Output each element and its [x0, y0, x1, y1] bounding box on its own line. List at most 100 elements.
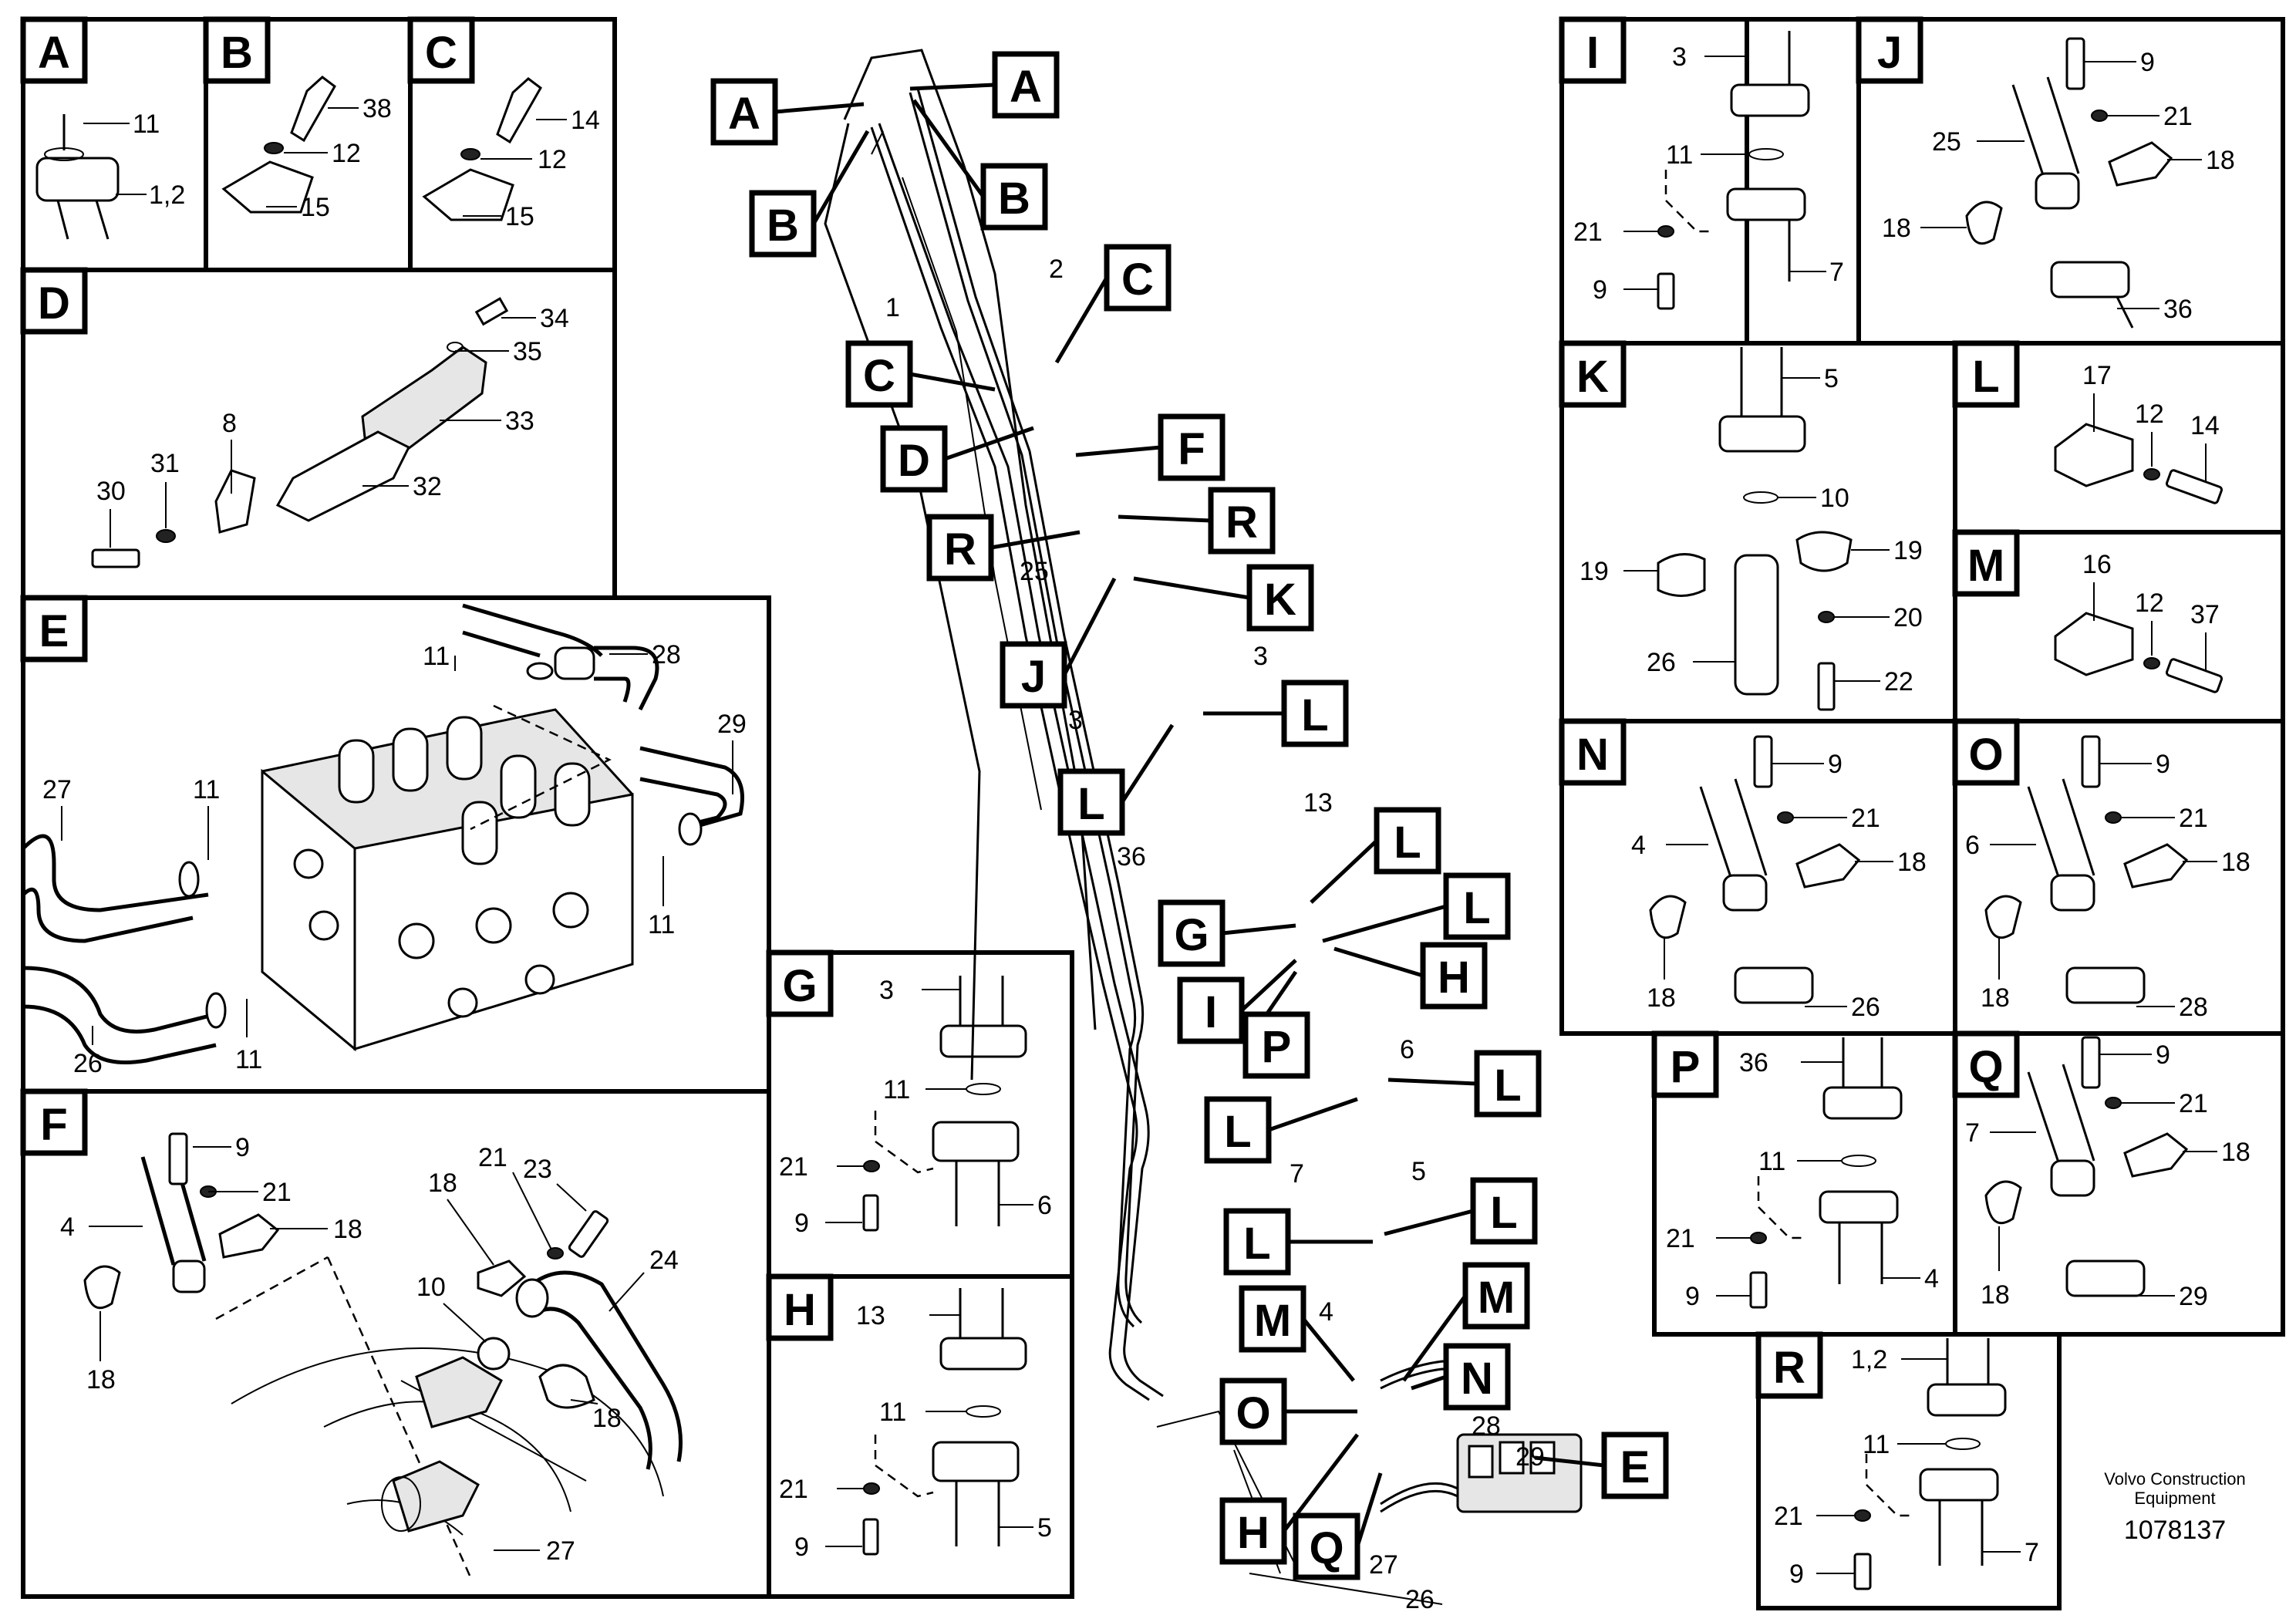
- callout-i-9: 9: [1593, 275, 1607, 305]
- callout-e-27: 27: [42, 775, 72, 804]
- callout-f-18b: 18: [428, 1168, 457, 1198]
- callout-g-9: 9: [794, 1209, 809, 1238]
- callout-f-9: 9: [235, 1133, 250, 1162]
- callout-o-9: 9: [2156, 750, 2170, 779]
- reference-box: [1443, 872, 1511, 940]
- reference-letter: L: [1243, 1219, 1270, 1269]
- callout-f-21b: 21: [478, 1143, 507, 1172]
- reference-leader: [1333, 946, 1424, 978]
- reference-letter: A: [728, 89, 760, 139]
- reference-letter: L: [1394, 818, 1421, 868]
- callout-m-37: 37: [2190, 600, 2220, 629]
- callout-f-23: 23: [523, 1155, 552, 1184]
- reference-box: [1601, 1431, 1669, 1499]
- reference-box: [1239, 1285, 1306, 1353]
- part-number-callout: 3: [1068, 706, 1083, 735]
- panel-f-letter: F: [40, 1100, 67, 1150]
- callout-e-26: 26: [73, 1049, 103, 1078]
- callout-d-32: 32: [413, 472, 442, 501]
- panel-k-letter: K: [1576, 352, 1609, 402]
- reference-letter: L: [1077, 779, 1104, 829]
- reference-box: [1470, 1177, 1538, 1245]
- reference-letter: L: [1301, 690, 1328, 740]
- reference-box: [1223, 1208, 1291, 1276]
- detail-panel-p: P 36 11 21 9 4: [1651, 1030, 1957, 1337]
- reference-leader: [1355, 1472, 1383, 1547]
- reference-letter: K: [1264, 575, 1296, 625]
- reference-leader: [990, 530, 1081, 550]
- callout-r-7: 7: [2025, 1538, 2039, 1567]
- callout-o-18: 18: [2221, 848, 2250, 877]
- callout-j-25: 25: [1932, 127, 1961, 157]
- reference-letter: R: [1226, 497, 1258, 548]
- callout-f-18c: 18: [86, 1365, 116, 1394]
- callout-i-11: 11: [1666, 140, 1693, 170]
- detail-panel-j: J 9 21 25 18 18 36: [1856, 16, 2285, 346]
- reference-box: [1177, 976, 1245, 1044]
- callout-j-36: 36: [2163, 295, 2193, 324]
- detail-panel-k: K 5 10 19 19 20 26 22: [1559, 340, 1957, 723]
- hose-24: [515, 1270, 683, 1470]
- callout-a-11: 11: [133, 110, 160, 139]
- callout-k-10: 10: [1820, 484, 1849, 513]
- reference-box: [1374, 807, 1441, 875]
- reference-box: [749, 190, 817, 258]
- reference-leader: [1268, 1097, 1358, 1132]
- callout-m-12: 12: [2135, 588, 2164, 618]
- callout-e-11c: 11: [648, 910, 675, 939]
- reference-box: [1204, 1096, 1272, 1164]
- hose-29: [639, 746, 744, 846]
- callout-i-3: 3: [1672, 42, 1687, 72]
- panel-r-letter: R: [1773, 1343, 1805, 1393]
- panel-b-letter: B: [221, 28, 253, 78]
- callout-j-18: 18: [2206, 146, 2235, 175]
- panel-j-letter: J: [1877, 28, 1902, 78]
- callout-d-34: 34: [540, 304, 569, 333]
- callout-o-6: 6: [1965, 831, 1980, 860]
- callout-n-18: 18: [1897, 848, 1927, 877]
- panel-d-letter: D: [38, 278, 70, 329]
- reference-leader: [1534, 1455, 1605, 1468]
- reference-letter: D: [898, 436, 930, 486]
- reference-leader: [1222, 923, 1296, 936]
- reference-letter: C: [1121, 255, 1154, 305]
- reference-box: [1420, 942, 1488, 1010]
- reference-letter: P: [1262, 1022, 1292, 1072]
- reference-box: [1000, 641, 1067, 709]
- reference-letter: F: [1178, 424, 1205, 474]
- callout-d-33: 33: [505, 406, 534, 436]
- reference-letter: L: [1490, 1188, 1517, 1238]
- callout-h-9: 9: [794, 1533, 809, 1562]
- reference-letter: R: [944, 524, 976, 575]
- callout-f-27: 27: [546, 1536, 575, 1566]
- part-number-callout: 6: [1400, 1035, 1414, 1064]
- reference-letter: M: [1478, 1273, 1515, 1323]
- reference-letter: L: [1224, 1107, 1251, 1157]
- detail-panel-h: H 13 11 21 9 5: [766, 1273, 1074, 1599]
- reference-leader: [1411, 1374, 1447, 1391]
- reference-letter: J: [1021, 652, 1046, 702]
- reference-box: [1246, 564, 1314, 632]
- callout-m-16: 16: [2082, 550, 2112, 579]
- reference-box: [1474, 1050, 1542, 1118]
- callout-e-11d: 11: [235, 1045, 262, 1074]
- part-number-callout: 36: [1117, 842, 1146, 872]
- callout-r-11: 11: [1863, 1430, 1890, 1459]
- panel-q-letter: Q: [1968, 1042, 2003, 1092]
- panel-o-letter: O: [1968, 730, 2003, 780]
- callout-k-19b: 19: [1893, 536, 1923, 565]
- callout-f-4: 4: [60, 1212, 75, 1242]
- callout-h-5: 5: [1037, 1513, 1052, 1543]
- callout-o-28: 28: [2179, 993, 2208, 1022]
- reference-box: [845, 340, 913, 408]
- callout-h-21: 21: [779, 1475, 808, 1504]
- callout-h-13: 13: [856, 1301, 885, 1330]
- callout-g-3: 3: [879, 976, 894, 1005]
- detail-panel-g: G 3 11 21 9 6: [766, 949, 1074, 1279]
- callout-e-11b: 11: [193, 775, 220, 804]
- reference-box: [1281, 679, 1349, 747]
- footer: Volvo Construction Equipment 1078137: [2104, 1469, 2245, 1545]
- callout-k-20: 20: [1893, 603, 1923, 632]
- reference-leader: [1133, 576, 1250, 600]
